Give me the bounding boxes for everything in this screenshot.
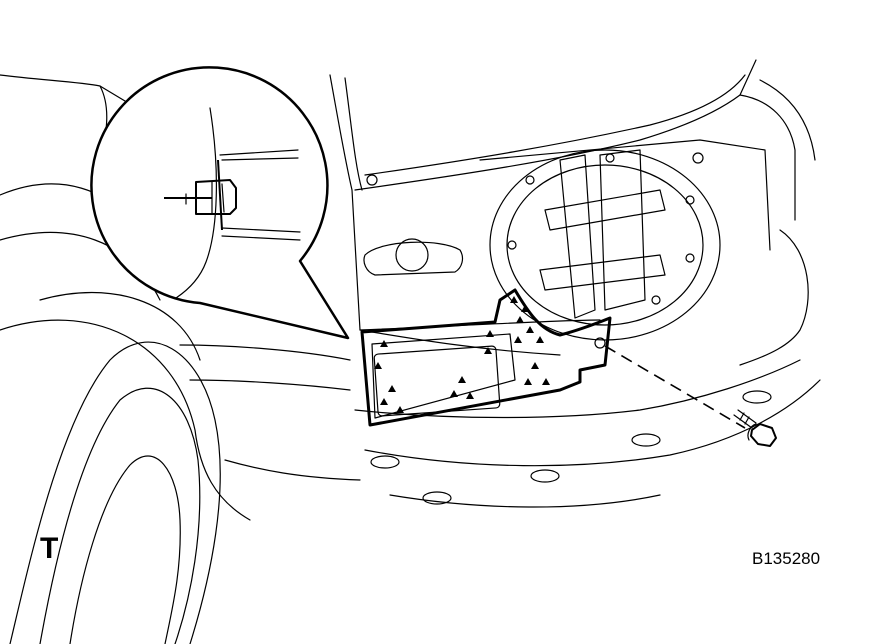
bolt-leader <box>594 337 746 429</box>
rear-bumper <box>354 229 821 508</box>
door-handle-recess <box>363 238 464 276</box>
figure-code-label: B135280 <box>752 549 821 568</box>
rear-wheel <box>9 341 221 644</box>
clip-detail-icon <box>90 66 350 340</box>
view-letter-label: T <box>40 532 59 565</box>
spare-tire-carrier <box>489 149 721 341</box>
clip-markers <box>374 296 550 413</box>
back-door <box>329 59 816 331</box>
bolt-icon <box>733 409 777 447</box>
body-side-panel <box>0 74 361 521</box>
license-trim-panel <box>360 288 612 427</box>
